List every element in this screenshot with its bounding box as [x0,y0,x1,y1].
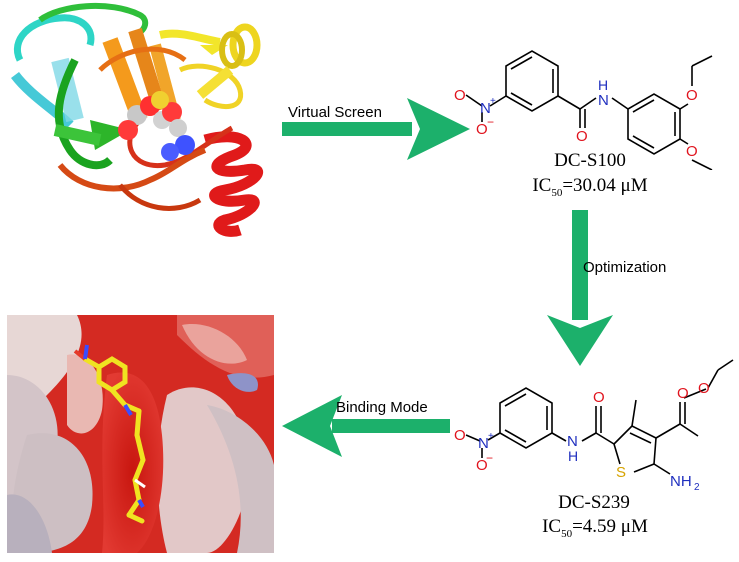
svg-text:N: N [478,435,489,452]
svg-text:O: O [476,457,488,474]
svg-text:−: − [487,115,494,129]
compound-dc-s100-name: DC-S100 [554,150,626,171]
svg-text:O: O [686,87,698,104]
svg-text:O: O [686,143,698,160]
compound-dc-s239-ic50: IC50=4.59 μM [542,516,648,540]
svg-text:N: N [480,100,491,117]
binding-mode-arrow [282,395,450,457]
protein-structure-image [11,3,264,237]
binding-mode-surface-image [7,315,274,553]
optimization-label: Optimization [583,259,667,276]
compound-dc-s239-name: DC-S239 [558,492,630,513]
svg-text:O: O [698,380,710,397]
svg-text:+: + [490,96,496,107]
virtual-screen-label: Virtual Screen [288,104,382,121]
svg-text:S: S [616,464,626,481]
svg-text:2: 2 [694,482,700,493]
compound-dc-s100-ic50: IC50=30.04 μM [532,175,648,199]
svg-text:O: O [677,385,689,402]
svg-text:O: O [476,121,488,138]
compound-dc-s239-structure: O N + O − N H O S O O NH 2 [454,359,734,493]
svg-text:O: O [593,389,605,406]
svg-text:O: O [454,427,466,444]
svg-text:H: H [568,448,578,464]
svg-text:NH: NH [670,473,692,490]
svg-text:−: − [486,451,493,465]
svg-text:O: O [454,87,466,104]
svg-text:H: H [598,77,608,93]
binding-mode-label: Binding Mode [336,399,428,416]
svg-text:N: N [598,92,609,109]
virtual-screen-arrow [282,98,470,160]
svg-text:N: N [567,433,578,450]
svg-text:O: O [576,128,588,145]
compound-dc-s100-structure: O N + O − O H N O O [454,50,713,170]
svg-text:+: + [488,431,494,442]
optimization-arrow [547,210,613,366]
